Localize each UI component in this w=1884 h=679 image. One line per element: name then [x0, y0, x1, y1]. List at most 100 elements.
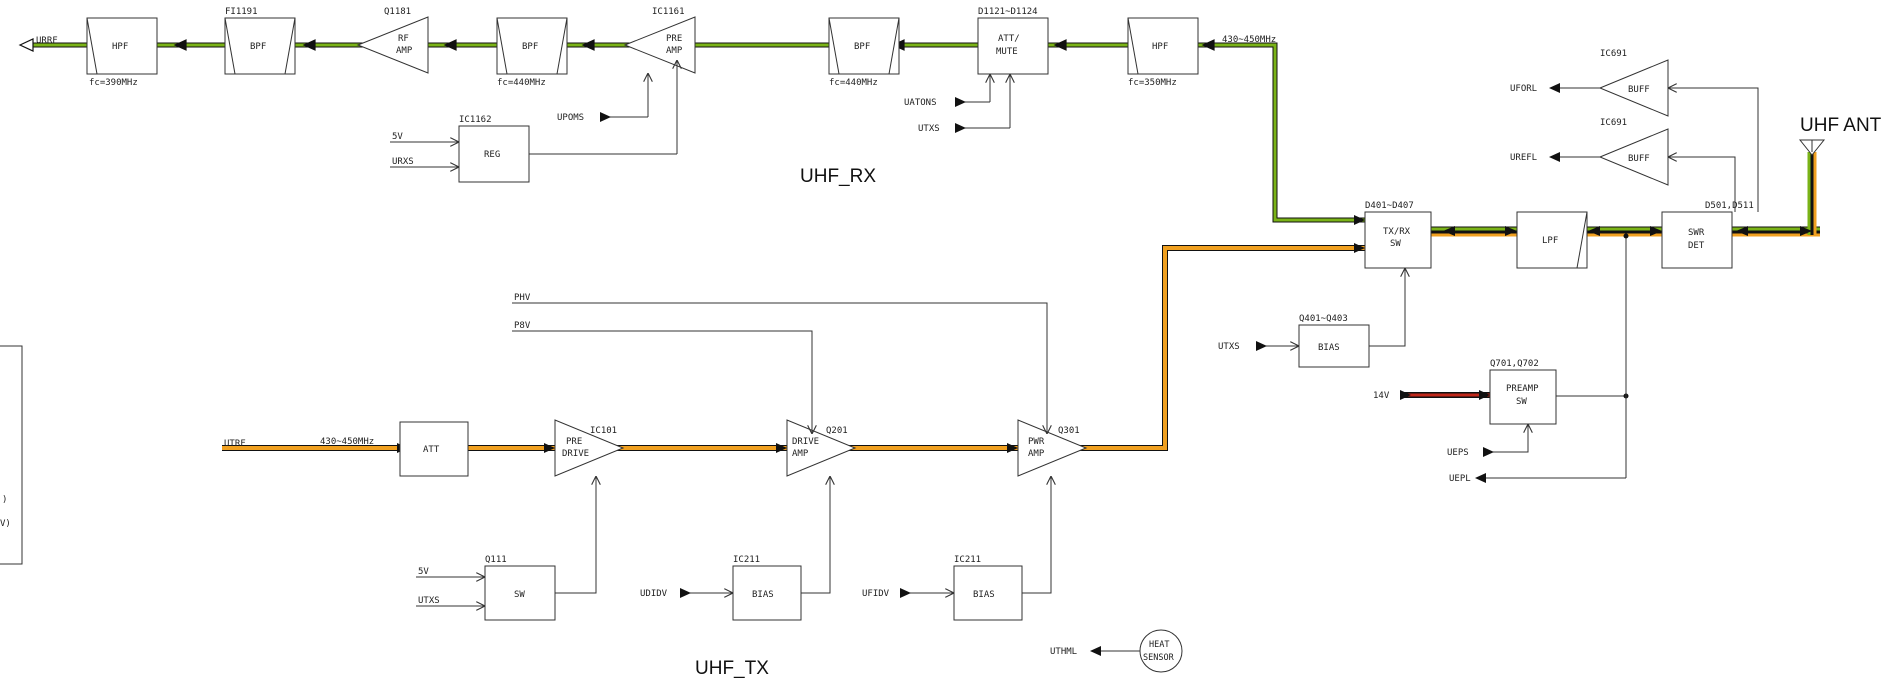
- svg-text:Q1181: Q1181: [384, 7, 411, 17]
- ant-title: UHF ANT: [1800, 115, 1882, 136]
- svg-text:UTHML: UTHML: [1050, 647, 1077, 657]
- svg-text:14V: 14V: [1373, 391, 1390, 401]
- txrx-switch: TX/RX SW D401~D407: [1364, 201, 1432, 269]
- txrx-bias: BIAS Q401~Q403 UTXS: [1218, 268, 1405, 368]
- svg-text:PRE: PRE: [666, 34, 682, 44]
- svg-text:BPF: BPF: [522, 42, 538, 52]
- svg-text:5V: 5V: [418, 567, 429, 577]
- svg-text:D1121~D1124: D1121~D1124: [978, 7, 1038, 17]
- svg-text:IC1162: IC1162: [459, 115, 492, 125]
- svg-text:fc=440MHz: fc=440MHz: [829, 78, 878, 88]
- rx-pre-amp: PRE AMP IC1161: [623, 7, 696, 74]
- svg-text:BIAS: BIAS: [1318, 343, 1340, 353]
- svg-text:IC211: IC211: [954, 555, 981, 565]
- svg-text:SENSOR: SENSOR: [1143, 653, 1175, 663]
- svg-text:URXS: URXS: [392, 157, 414, 167]
- svg-text:HEAT: HEAT: [1149, 640, 1169, 650]
- svg-text:SWR: SWR: [1688, 228, 1705, 238]
- legend-box: ) V): [0, 345, 23, 565]
- ant-signal-path: [1430, 152, 1820, 237]
- tx-pwr-amp: PWR AMP Q301: [1017, 419, 1088, 477]
- rx-hpf-2: HPF fc=350MHz: [1127, 17, 1199, 88]
- svg-text:Q701,Q702: Q701,Q702: [1490, 359, 1539, 369]
- svg-text:FI1191: FI1191: [225, 7, 258, 17]
- svg-text:UPOMS: UPOMS: [557, 113, 584, 123]
- preamp-switch: PREAMP SW Q701,Q702 UEPL UEPS 14V: [1373, 233, 1629, 484]
- svg-text:UEPS: UEPS: [1447, 448, 1469, 458]
- svg-text:V): V): [0, 519, 11, 529]
- svg-text:fc=350MHz: fc=350MHz: [1128, 78, 1177, 88]
- tx-att: ATT: [399, 421, 469, 477]
- svg-text:BIAS: BIAS: [752, 590, 774, 600]
- buff-2: BUFF IC691 UREFL: [1510, 118, 1736, 212]
- svg-text:BIAS: BIAS: [973, 590, 995, 600]
- utrf-label: UTRF: [224, 439, 246, 449]
- svg-text:fc=440MHz: fc=440MHz: [497, 78, 546, 88]
- svg-text:BUFF: BUFF: [1628, 85, 1650, 95]
- svg-text:PWR: PWR: [1028, 437, 1045, 447]
- rx-freq-label: 430~450MHz: [1222, 35, 1276, 45]
- svg-text:IC691: IC691: [1600, 49, 1627, 59]
- antenna-icon: [1798, 139, 1826, 156]
- rx-bpf-1: BPF FI1191: [224, 7, 296, 75]
- rx-reg: REG IC1162 5V URXS: [390, 60, 677, 183]
- tx-drive-amp: DRIVE AMP Q201: [786, 419, 857, 477]
- tx-supply-lines: PHV P8V: [512, 293, 1047, 434]
- rx-control-lines: UPOMS UATONS UTXS: [557, 73, 1010, 134]
- svg-text:SW: SW: [1516, 397, 1527, 407]
- svg-text:AMP: AMP: [1028, 449, 1045, 459]
- svg-text:UTXS: UTXS: [1218, 342, 1240, 352]
- svg-text:IC101: IC101: [590, 426, 617, 436]
- svg-text:5V: 5V: [392, 132, 403, 142]
- svg-text:DET: DET: [1688, 241, 1705, 251]
- svg-text:PREAMP: PREAMP: [1506, 384, 1539, 394]
- svg-text:UTXS: UTXS: [918, 124, 940, 134]
- svg-text:DRIVE: DRIVE: [562, 449, 589, 459]
- svg-text:HPF: HPF: [112, 42, 128, 52]
- tx-sw: SW Q111 5V UTXS: [416, 476, 596, 621]
- svg-text:SW: SW: [1390, 239, 1401, 249]
- svg-text:D501,D511: D501,D511: [1705, 201, 1754, 211]
- rx-att-mute: ATT/ MUTE D1121~D1124: [977, 7, 1049, 75]
- svg-text:UATONS: UATONS: [904, 98, 937, 108]
- svg-text:REG: REG: [484, 150, 500, 160]
- svg-text:LPF: LPF: [1542, 236, 1558, 246]
- svg-text:UFORL: UFORL: [1510, 84, 1537, 94]
- rx-hpf-1: HPF fc=390MHz: [86, 17, 158, 88]
- svg-text:UTXS: UTXS: [418, 596, 440, 606]
- tx-bias-2: BIAS IC211 UFIDV: [862, 476, 1051, 621]
- svg-text:TX/RX: TX/RX: [1383, 227, 1411, 237]
- svg-text:PRE: PRE: [566, 437, 582, 447]
- svg-text:fc=390MHz: fc=390MHz: [89, 78, 138, 88]
- svg-text:): ): [2, 495, 7, 505]
- svg-text:BUFF: BUFF: [1628, 154, 1650, 164]
- svg-text:AMP: AMP: [666, 46, 683, 56]
- rx-bpf-2: BPF fc=440MHz: [496, 17, 568, 88]
- lpf: LPF: [1516, 211, 1588, 269]
- rx-arrows: [18, 38, 1215, 52]
- svg-text:ATT/: ATT/: [998, 34, 1020, 44]
- svg-text:AMP: AMP: [396, 46, 413, 56]
- svg-text:HPF: HPF: [1152, 42, 1168, 52]
- svg-text:BPF: BPF: [854, 42, 870, 52]
- tx-bias-1: BIAS IC211 UDIDV: [640, 476, 830, 621]
- svg-text:UFIDV: UFIDV: [862, 589, 890, 599]
- rx-title: UHF_RX: [800, 166, 876, 187]
- svg-text:ATT: ATT: [423, 445, 440, 455]
- tx-freq-label: 430~450MHz: [320, 437, 374, 447]
- tx-title: UHF_TX: [695, 658, 769, 679]
- heat-sensor: HEAT SENSOR UTHML: [1050, 629, 1183, 673]
- svg-text:PHV: PHV: [514, 293, 531, 303]
- svg-text:UDIDV: UDIDV: [640, 589, 668, 599]
- tx-pre-drive: PRE DRIVE IC101: [554, 419, 625, 477]
- svg-text:AMP: AMP: [792, 449, 809, 459]
- svg-text:IC211: IC211: [733, 555, 760, 565]
- rx-bpf-3: BPF fc=440MHz: [828, 17, 900, 88]
- svg-text:BPF: BPF: [250, 42, 266, 52]
- svg-text:D401~D407: D401~D407: [1365, 201, 1414, 211]
- svg-text:Q111: Q111: [485, 555, 507, 565]
- svg-text:IC691: IC691: [1600, 118, 1627, 128]
- svg-text:Q201: Q201: [826, 426, 848, 436]
- svg-text:P8V: P8V: [514, 321, 531, 331]
